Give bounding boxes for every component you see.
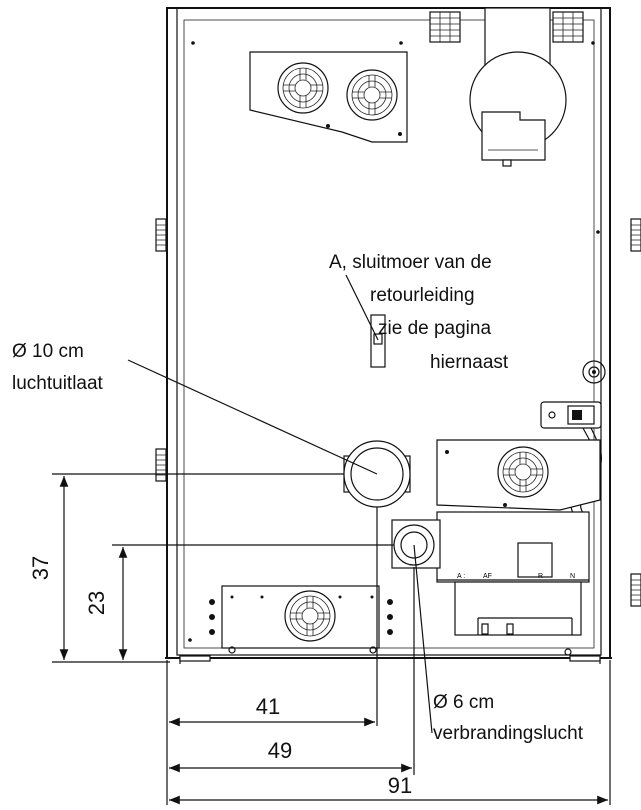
dimension-intake-height: 23 (84, 544, 394, 660)
top-hinge-right (552, 11, 584, 43)
power-switch (540, 401, 602, 429)
nut-label-line2: retourleiding (370, 285, 475, 306)
nut-label: A, sluitmoer van de retourleiding zie de… (329, 252, 509, 373)
exhaust-label-line2: luchtuitlaat (12, 373, 104, 394)
intake-label-line1: Ø 6 cm (433, 692, 494, 713)
side-bracket-lower-right (630, 573, 641, 607)
dimension-49-text: 49 (268, 738, 292, 763)
dimension-exhaust-offset: 41 (169, 694, 375, 727)
dimension-91-text: 91 (388, 773, 412, 798)
bottom-fan-panel (209, 585, 393, 654)
cabinet-outline (165, 7, 612, 664)
electrical-box: A : AF R N (436, 511, 590, 636)
side-bracket-lower-left (155, 448, 167, 482)
dimension-exhaust-height: 37 (28, 473, 344, 663)
side-bracket-upper-right (630, 218, 641, 252)
nut-label-line1: A, sluitmoer van de (329, 252, 492, 273)
intake-label-line2: verbrandingslucht (433, 723, 584, 744)
middle-fan-panel (436, 439, 601, 511)
terminal-label-af: AF (483, 573, 492, 580)
pressure-gauge (582, 360, 606, 384)
top-hinge-left (429, 11, 461, 43)
dimension-37-text: 37 (28, 556, 53, 580)
terminal-label-r: R (538, 573, 543, 580)
side-bracket-upper-left (155, 218, 167, 252)
dimension-total-width: 91 (169, 773, 608, 805)
dimension-intake-offset: 49 (169, 738, 412, 773)
nut-label-line3: zie de pagina (378, 318, 491, 339)
exhaust-label: Ø 10 cm luchtuitlaat (12, 341, 378, 475)
top-fan-panel (249, 51, 408, 143)
intake-label: Ø 6 cm verbrandingslucht (413, 544, 584, 744)
terminal-label-n: N (570, 573, 575, 580)
flue-pipe (469, 7, 567, 167)
dimension-41-text: 41 (256, 694, 280, 719)
fastener-dots (188, 41, 600, 656)
terminal-label-a: A : (457, 573, 465, 580)
dimension-23-text: 23 (84, 591, 109, 615)
exhaust-label-line1: Ø 10 cm (12, 341, 84, 362)
nut-label-line4: hiernaast (430, 352, 509, 373)
